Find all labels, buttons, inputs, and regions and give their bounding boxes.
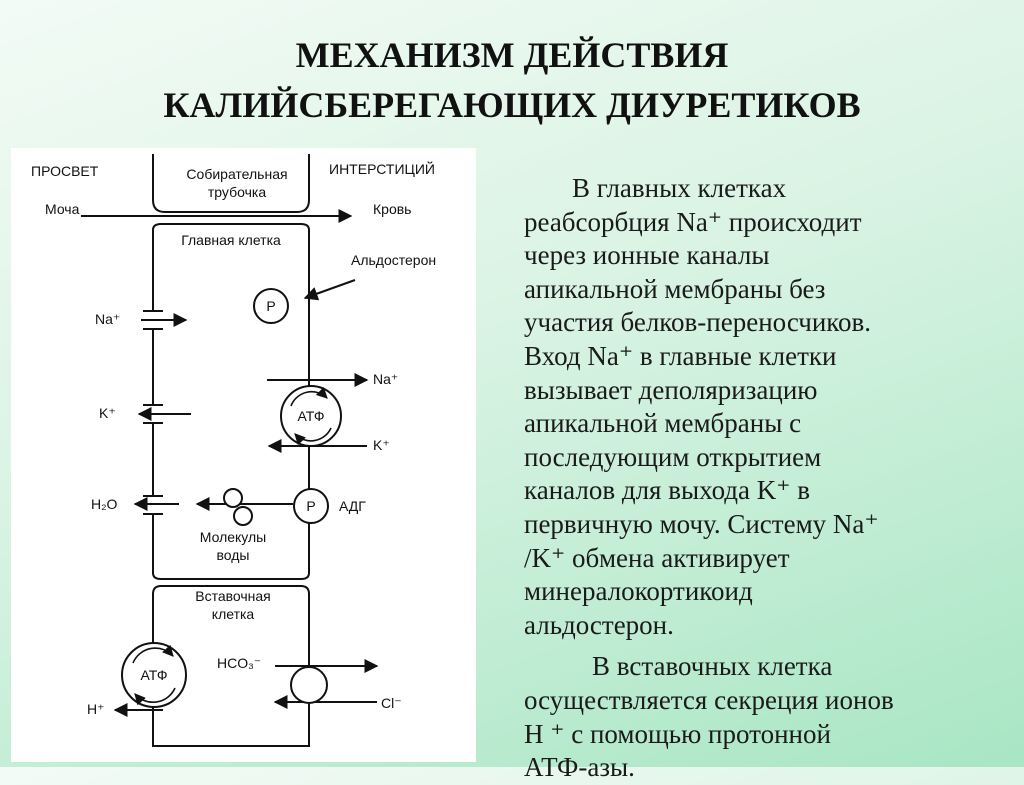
diagram-svg: ПРОСВЕТ ИНТЕРСТИЦИЙ Собирательная трубоч… <box>31 154 436 747</box>
label-lumen: ПРОСВЕТ <box>31 163 99 179</box>
label-blood: Кровь <box>373 201 411 217</box>
principal-cell-outline <box>152 223 310 580</box>
label-h2o: H₂O <box>91 496 118 512</box>
label-na-left: Na⁺ <box>95 311 120 327</box>
text-line: осуществляется секреция ионов <box>524 684 894 715</box>
explanation-text: В главных клетках реабсорбция Na⁺ происх… <box>524 172 994 785</box>
text-line: В вставочных клетка <box>592 651 833 682</box>
label-urine: Моча <box>45 201 80 217</box>
aldosterone-arrow <box>303 279 356 301</box>
text-line: реабсорбция Na⁺ происходит <box>524 206 862 237</box>
intercalated-cell-outline <box>152 585 310 747</box>
receptor-circle-aldosterone <box>253 288 289 324</box>
label-collecting-tubule-2: трубочка <box>208 184 266 200</box>
text-line: /K⁺ обмена активирует <box>524 542 790 573</box>
label-receptor-aldosterone: Р <box>266 298 275 314</box>
label-interstitium: ИНТЕРСТИЦИЙ <box>329 160 435 177</box>
page-title: МЕХАНИЗМ ДЕЙСТВИЯ КАЛИЙСБЕРЕГАЮЩИХ ДИУРЕ… <box>0 30 1024 130</box>
label-atp-top: АТФ <box>298 408 325 424</box>
label-intercalated-cell-1: Вставочная <box>195 588 271 604</box>
label-collecting-tubule-1: Собирательная <box>186 166 287 182</box>
label-k-right: K⁺ <box>373 437 390 453</box>
text-line: H ⁺ с помощью протонной <box>524 718 831 749</box>
text-line: через ионные каналы <box>524 240 770 271</box>
label-na-right: Na⁺ <box>373 371 398 387</box>
title-line-1: МЕХАНИЗМ ДЕЙСТВИЯ <box>295 35 729 75</box>
water-molecule-2 <box>233 506 253 526</box>
text-line: последующим открытием <box>524 441 822 472</box>
diuretic-mechanism-diagram: ПРОСВЕТ ИНТЕРСТИЦИЙ Собирательная трубоч… <box>11 148 476 762</box>
text-line: вызывает деполяризацию <box>524 374 818 405</box>
label-atp-bottom: АТФ <box>141 667 168 683</box>
atp-pump-circle-bottom <box>121 642 187 708</box>
text-line: первичную мочу. Систему Na⁺ <box>524 508 879 539</box>
text-line: В главных клетках <box>572 173 787 203</box>
text-line: участия белков-переносчиков. <box>524 307 872 338</box>
label-h-plus: H⁺ <box>87 701 105 717</box>
atp-pump-circle-top <box>280 385 342 447</box>
label-k-left: K⁺ <box>99 405 116 421</box>
title-line-2: КАЛИЙСБЕРЕГАЮЩИХ ДИУРЕТИКОВ <box>163 85 861 125</box>
label-intercalated-cell-2: клетка <box>212 606 255 622</box>
label-principal-cell: Главная клетка <box>181 232 281 248</box>
label-hco3: HCO₃⁻ <box>217 655 261 671</box>
text-line: Вход Na⁺ в главные клетки <box>524 340 837 371</box>
text-line: апикальной мембраны с <box>524 408 802 439</box>
text-line: каналов для выхода K⁺ в <box>524 475 811 506</box>
text-line: минералокортикоид <box>524 576 753 607</box>
label-adh: АДГ <box>339 498 366 514</box>
label-water-molecules-1: Молекулы <box>200 529 266 545</box>
receptor-circle-adh <box>293 488 329 524</box>
paragraph-principal-cells: В главных клетках реабсорбция Na⁺ происх… <box>524 172 994 642</box>
collecting-tubule-outline <box>152 154 310 213</box>
label-cl-minus: Cl⁻ <box>381 695 402 711</box>
label-aldosterone: Альдостерон <box>351 252 436 268</box>
text-line: апикальной мембраны без <box>524 273 826 304</box>
text-line: АТФ-азы. <box>524 752 635 783</box>
water-molecule-1 <box>223 488 243 508</box>
text-line: альдостерон. <box>524 609 674 640</box>
paragraph-intercalated-cells: В вставочных клетка осуществляется секре… <box>524 650 994 784</box>
label-receptor-adh: Р <box>306 498 315 514</box>
exchanger-circle <box>290 666 328 704</box>
label-water-molecules-2: воды <box>217 547 250 563</box>
